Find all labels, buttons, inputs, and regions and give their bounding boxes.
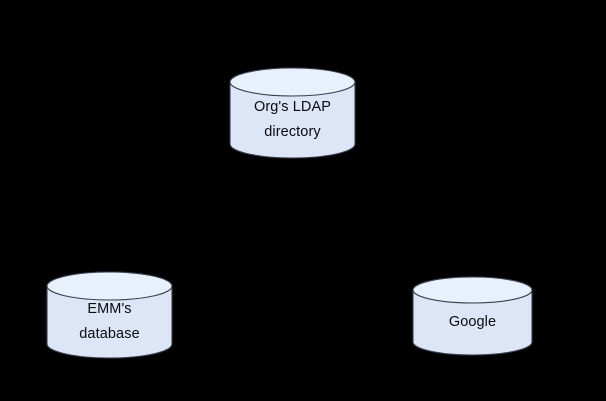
cylinder-shape-emm-database: [46, 271, 173, 359]
cylinder-shape-google: [412, 276, 533, 356]
database-node-google[interactable]: Google: [412, 276, 533, 356]
database-node-emm-database[interactable]: EMM's database: [46, 271, 173, 359]
database-node-ldap-directory[interactable]: Org's LDAP directory: [229, 67, 356, 159]
cylinder-shape-ldap-directory: [229, 67, 356, 159]
